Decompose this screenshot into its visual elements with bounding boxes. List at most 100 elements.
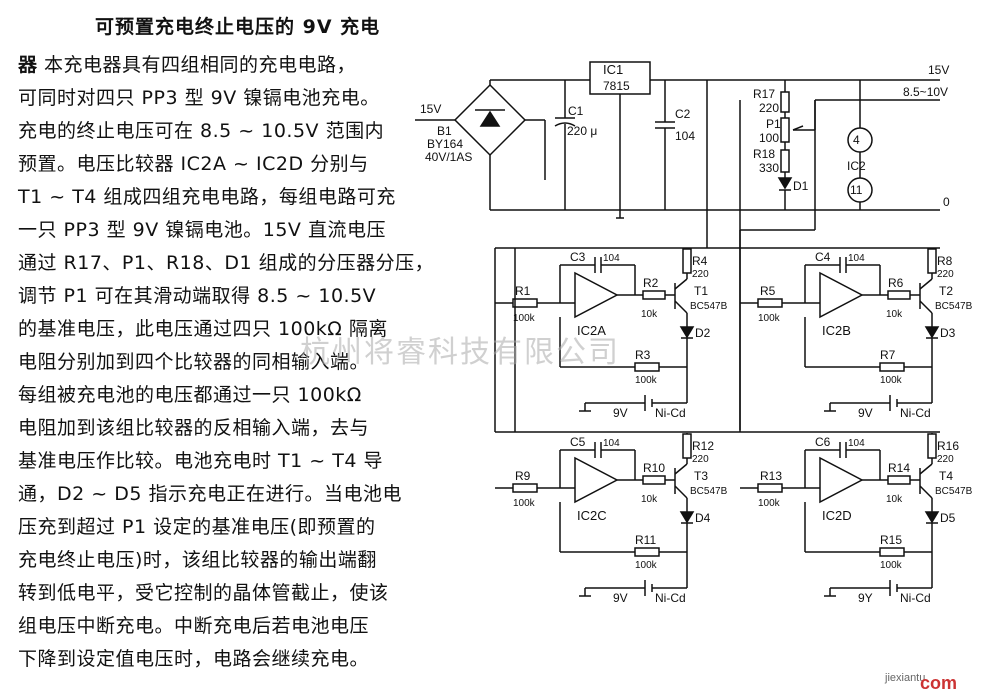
collector-resistor-name: R8 [937,254,953,268]
article-line-text: 充电的终止电压可在 8.5 ~ 10.5V 范围内 [18,120,385,142]
article-line-text: 本充电器具有四组相同的充电电路， [37,54,357,76]
article-line: 基准电压作比较。电池充电时 T1 ~ T4 导 [18,446,383,473]
circuit-schematic: IC1781515V8.5~10V015VB1BY16440V/1ASC1220… [415,61,973,605]
article-line-text: T1 ~ T4 组成四组充电电路，每组电路可充 [18,186,396,208]
ic2-label: IC2 [847,159,866,173]
p1-value-label: 100 [759,131,779,145]
base-resistor-value: 10k [886,309,903,320]
article-line: 电阻加到该组比较器的反相输入端，去与 [18,413,369,440]
op-amp-symbol [574,456,619,504]
c1-label: C1 [568,104,584,118]
article-line-text: 每组被充电池的电压都通过一只 100kΩ [18,384,362,406]
c2-value-label: 104 [675,129,695,143]
resistor-symbol [512,483,538,493]
battery-voltage: 9V [858,406,873,420]
article-line-text: 转到低电平，受它控制的晶体管截止，使该 [18,582,389,604]
battery-type: Ni-Cd [900,406,931,420]
capacitor-value: 104 [848,438,865,449]
article-line: 器 本充电器具有四组相同的充电电路， [18,50,356,77]
article-line-text: 压充到超过 P1 设定的基准电压(即预置的 [18,516,376,538]
article-line: 压充到超过 P1 设定的基准电压(即预置的 [18,512,376,539]
bridge-rating-label: 40V/1AS [425,150,472,164]
article-line: 一只 PP3 型 9V 镍镉电池。15V 直流电压 [18,215,386,242]
battery-type: Ni-Cd [655,406,686,420]
article-line: 电阻分别加到四个比较器的同相输入端。 [18,347,369,374]
ic1-part-label: 7815 [603,79,630,93]
article-line-text: 组电压中断充电。中断充电后若电池电压 [18,615,370,637]
capacitor-name: C6 [815,435,831,449]
article-line-text: 通，D2 ~ D5 指示充电正在进行。当电池电 [18,483,402,505]
input-resistor-name: R9 [515,469,531,483]
article-line: 组电压中断充电。中断充电后若电池电压 [18,611,369,638]
schematic-wire [919,485,933,499]
article-line-text: 一只 PP3 型 9V 镍镉电池。15V 直流电压 [18,219,386,241]
resistor-symbol [634,362,660,372]
comparator-name: IC2C [577,508,607,523]
feedback-resistor-value: 100k [880,375,903,386]
comparator-name: IC2B [822,323,851,338]
article-line-text: 下降到设定值电压时，电路会继续充电。 [18,648,370,670]
article-line-text: 的基准电压，此电压通过四只 100kΩ 隔离 [18,318,388,340]
input-resistor-name: R5 [760,284,776,298]
article-line: 充电终止电压)时，该组比较器的输出端翻 [18,545,377,572]
collector-resistor-value: 220 [937,454,954,465]
article-line: 可同时对四只 PP3 型 9V 镍镉电池充电。 [18,83,380,110]
base-resistor-value: 10k [641,309,658,320]
article-line-text: 电阻加到该组比较器的反相输入端，去与 [18,417,370,439]
battery-type: Ni-Cd [900,591,931,605]
article-line: 通，D2 ~ D5 指示充电正在进行。当电池电 [18,479,402,506]
capacitor-value: 104 [603,253,620,264]
article-line: 转到低电平，受它控制的晶体管截止，使该 [18,578,389,605]
led-symbol [924,511,940,524]
article-line: 每组被充电池的电压都通过一只 100kΩ [18,380,362,407]
op-amp-symbol [819,456,864,504]
article-line-text: 基准电压作比较。电池充电时 T1 ~ T4 导 [18,450,383,472]
schematic-wire [919,300,933,314]
led-symbol [679,511,695,524]
base-resistor-value: 10k [886,494,903,505]
article-line: 预置。电压比较器 IC2A ~ IC2D 分别与 [18,149,369,176]
led-name: D3 [940,326,956,340]
resistor-symbol [927,433,937,459]
schematic-wire [919,278,933,290]
resistor-symbol [879,362,905,372]
schematic-wire [674,485,688,499]
resistor-symbol [642,475,666,485]
collector-resistor-name: R12 [692,439,714,453]
r18-value-label: 330 [759,161,779,175]
battery-voltage: 9V [613,406,628,420]
input-resistor-value: 100k [758,498,781,509]
comparator-name: IC2D [822,508,852,523]
ic2-pin11-label: 11 [850,183,863,197]
collector-resistor-value: 220 [692,269,709,280]
base-resistor-value: 10k [641,494,658,505]
transistor-name: T1 [694,284,708,298]
capacitor-name: C5 [570,435,586,449]
led-name: D4 [695,511,711,525]
article-line: 调节 P1 可在其滑动端取得 8.5 ~ 10.5V [18,281,376,308]
article-line: 下降到设定值电压时，电路会继续充电。 [18,644,369,671]
resistor-symbol [512,298,538,308]
schematic-wire [919,463,933,475]
article-line-text: 可同时对四只 PP3 型 9V 镍镉电池充电。 [18,87,380,109]
feedback-resistor-value: 100k [635,560,658,571]
feedback-resistor-name: R7 [880,348,896,362]
resistor-symbol [887,290,911,300]
footer-logo: com [920,673,958,693]
feedback-resistor-name: R15 [880,533,902,547]
collector-resistor-value: 220 [692,454,709,465]
collector-resistor-name: R4 [692,254,708,268]
collector-resistor-value: 220 [937,269,954,280]
c1-value-label: 220 μ [567,124,597,138]
watermark: 杭州将睿科技有限公司 [300,335,620,370]
bridge-part-label: BY164 [427,137,463,151]
collector-resistor-name: R16 [937,439,959,453]
op-amp-symbol [819,271,864,319]
p1-label: P1 [766,117,781,131]
r17-value-label: 220 [759,101,779,115]
base-resistor-name: R14 [888,461,910,475]
ic1-label: IC1 [603,62,623,77]
article-line-text: 调节 P1 可在其滑动端取得 8.5 ~ 10.5V [18,285,377,307]
c2-label: C2 [675,107,691,121]
transistor-part: BC547B [935,301,973,312]
